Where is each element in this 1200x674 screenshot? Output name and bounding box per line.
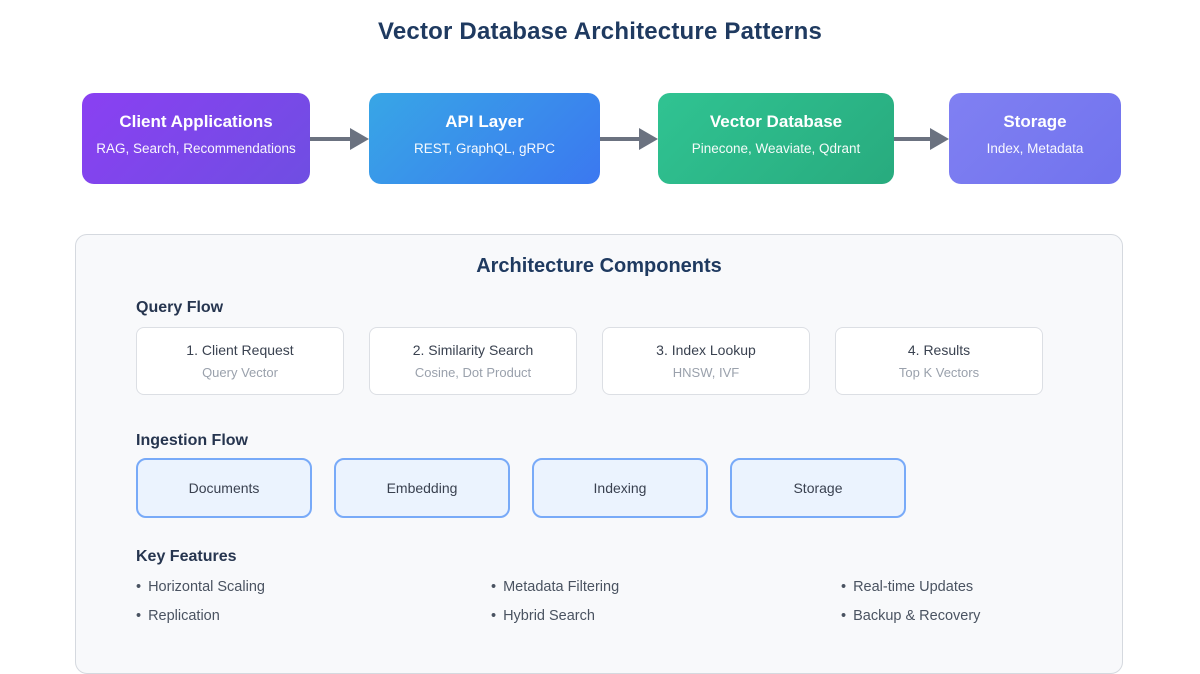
arrow-right-icon xyxy=(894,93,949,184)
page-title: Vector Database Architecture Patterns xyxy=(377,18,823,45)
arrow-right-icon xyxy=(600,93,658,184)
key-features-list: • Horizontal Scaling • Replication • Metada… xyxy=(136,573,1062,631)
flow-node-title: API Layer xyxy=(445,112,524,131)
bullet-icon: • xyxy=(136,579,142,595)
ingestion-stage-documents: Documents xyxy=(136,458,312,518)
flow-node-subtitle: REST, GraphQL, gRPC xyxy=(413,141,556,156)
arrow-line xyxy=(310,136,357,141)
arrow-line xyxy=(894,136,937,141)
bullet-icon: • xyxy=(136,608,142,624)
feature-column: • Metadata Filtering • Hybrid Search xyxy=(491,573,841,631)
step-title: 4. Results xyxy=(907,342,971,358)
step-subtitle: Top K Vectors xyxy=(898,365,980,380)
feature-column: • Horizontal Scaling • Replication xyxy=(136,573,491,631)
feature-item: • Real-time Updates xyxy=(841,573,1062,602)
arrow-head xyxy=(639,127,658,150)
step-subtitle: Query Vector xyxy=(202,365,278,380)
feature-item: • Hybrid Search xyxy=(491,602,841,631)
feature-item: • Backup & Recovery xyxy=(841,602,1062,631)
feature-label: Backup & Recovery xyxy=(853,608,981,624)
flow-node-storage: Storage Index, Metadata xyxy=(949,93,1121,184)
ingestion-flow-heading: Ingestion Flow xyxy=(136,432,248,449)
flow-node-subtitle: Pinecone, Weaviate, Qdrant xyxy=(691,141,861,156)
flow-node-title: Client Applications xyxy=(119,112,273,131)
query-step-index-lookup: 3. Index Lookup HNSW, IVF xyxy=(602,327,810,395)
feature-column: • Real-time Updates • Backup & Recovery xyxy=(841,573,1062,631)
step-title: 3. Index Lookup xyxy=(656,342,756,358)
feature-label: Replication xyxy=(148,608,220,624)
bullet-icon: • xyxy=(841,608,847,624)
query-step-client-request: 1. Client Request Query Vector xyxy=(136,327,344,395)
flow-node-vector-database: Vector Database Pinecone, Weaviate, Qdra… xyxy=(658,93,894,184)
flow-node-client-applications: Client Applications RAG, Search, Recomme… xyxy=(82,93,310,184)
flow-node-title: Vector Database xyxy=(709,112,843,131)
flow-node-api-layer: API Layer REST, GraphQL, gRPC xyxy=(369,93,600,184)
flow-node-title: Storage xyxy=(1003,112,1067,131)
arrow-line xyxy=(600,136,646,141)
feature-label: Horizontal Scaling xyxy=(148,579,265,595)
bullet-icon: • xyxy=(491,579,497,595)
ingestion-flow-stages: Documents Embedding Indexing Storage xyxy=(136,458,1062,518)
arrow-head xyxy=(930,127,949,150)
bullet-icon: • xyxy=(841,579,847,595)
ingestion-stage-indexing: Indexing xyxy=(532,458,708,518)
feature-item: • Horizontal Scaling xyxy=(136,573,491,602)
query-flow-heading: Query Flow xyxy=(136,299,224,316)
query-step-similarity-search: 2. Similarity Search Cosine, Dot Product xyxy=(369,327,577,395)
ingestion-stage-storage: Storage xyxy=(730,458,906,518)
feature-label: Metadata Filtering xyxy=(503,579,620,595)
architecture-flow-diagram: Client Applications RAG, Search, Recomme… xyxy=(82,93,1121,184)
feature-label: Hybrid Search xyxy=(503,608,595,624)
ingestion-stage-embedding: Embedding xyxy=(334,458,510,518)
bullet-icon: • xyxy=(491,608,497,624)
query-step-results: 4. Results Top K Vectors xyxy=(835,327,1043,395)
flow-node-subtitle: Index, Metadata xyxy=(986,141,1084,156)
feature-label: Real-time Updates xyxy=(853,579,974,595)
flow-node-subtitle: RAG, Search, Recommendations xyxy=(96,141,296,156)
arrow-head xyxy=(350,127,369,150)
step-title: 2. Similarity Search xyxy=(412,342,534,358)
feature-item: • Metadata Filtering xyxy=(491,573,841,602)
step-title: 1. Client Request xyxy=(186,342,294,358)
step-subtitle: HNSW, IVF xyxy=(672,365,740,380)
feature-item: • Replication xyxy=(136,602,491,631)
step-subtitle: Cosine, Dot Product xyxy=(414,365,532,380)
arrow-right-icon xyxy=(310,93,369,184)
card-title: Architecture Components xyxy=(476,255,722,277)
key-features-heading: Key Features xyxy=(136,548,237,565)
query-flow-steps: 1. Client Request Query Vector 2. Simila… xyxy=(136,327,1043,395)
architecture-components-card: Architecture Components Query Flow 1. Cl… xyxy=(75,234,1123,674)
